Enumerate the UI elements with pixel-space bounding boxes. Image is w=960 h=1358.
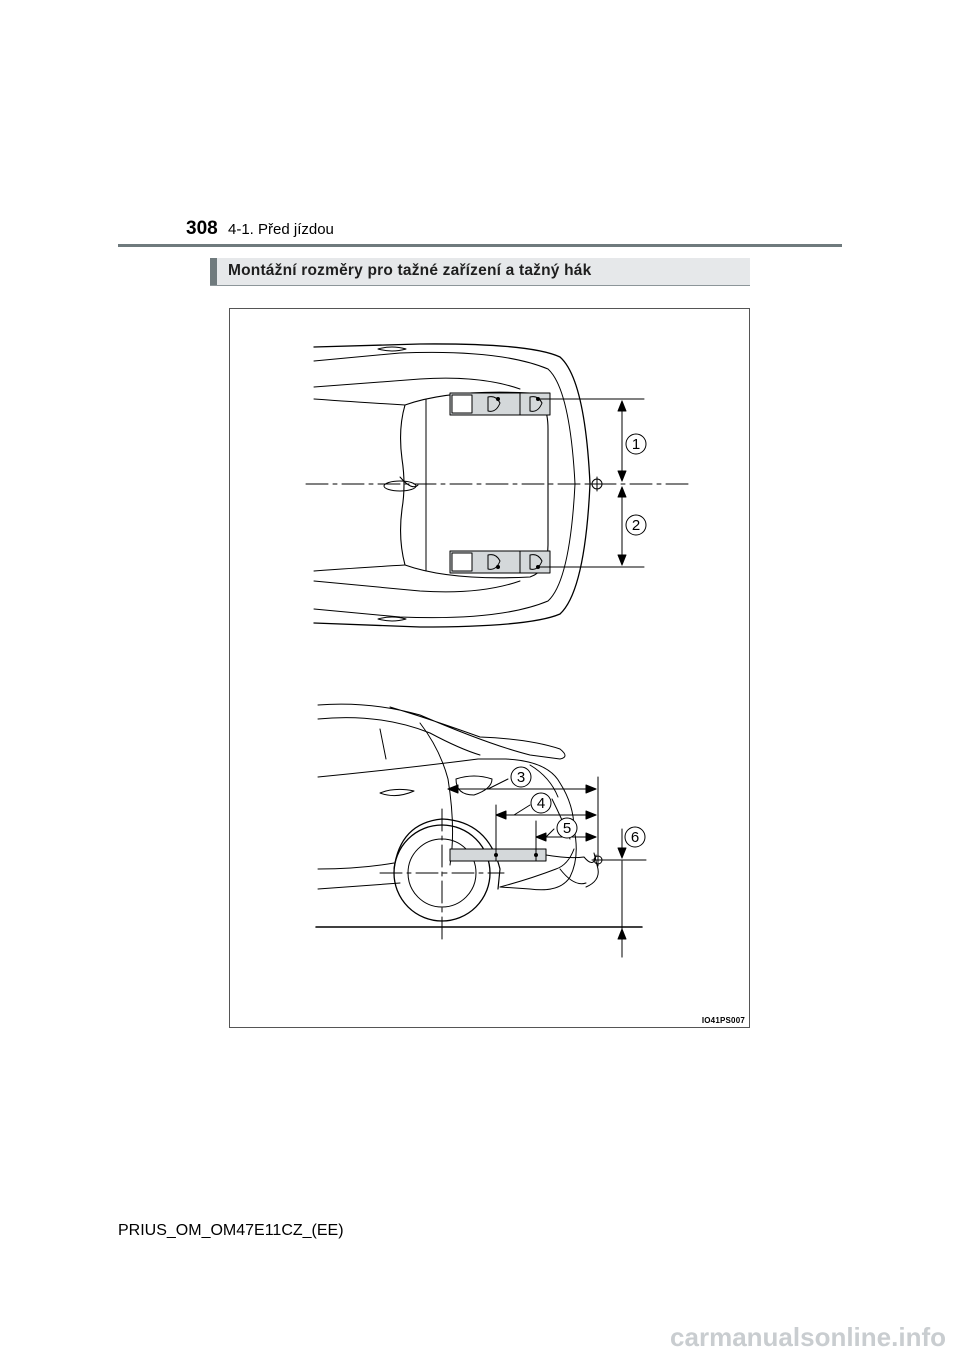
callout-3: 3 — [517, 769, 525, 786]
header-rule — [118, 244, 842, 247]
callout-1: 1 — [632, 436, 640, 453]
towing-dimension-figure: 1 2 3 4 5 6 IO41PS007 — [229, 308, 750, 1028]
footer-doc-code: PRIUS_OM_OM47E11CZ_(EE) — [118, 1222, 344, 1239]
callout-4: 4 — [537, 795, 545, 812]
figure-id: IO41PS007 — [701, 1016, 745, 1025]
callout-5: 5 — [563, 820, 571, 837]
callout-2: 2 — [632, 517, 640, 534]
title-accent — [210, 258, 217, 285]
section-label: 4-1. Před jízdou — [228, 221, 334, 238]
section-title-bar: Montážní rozměry pro tažné zařízení a ta… — [210, 258, 750, 286]
callout-6: 6 — [631, 829, 639, 846]
top-view — [305, 343, 689, 628]
car-diagram: 1 2 3 4 5 6 — [305, 343, 689, 958]
side-view — [315, 703, 647, 958]
watermark: carmanualsonline.info — [670, 1322, 946, 1352]
page-number: 308 — [186, 218, 218, 239]
callouts: 1 2 3 4 5 6 — [510, 433, 647, 848]
section-title: Montážní rozměry pro tažné zařízení a ta… — [228, 262, 592, 279]
